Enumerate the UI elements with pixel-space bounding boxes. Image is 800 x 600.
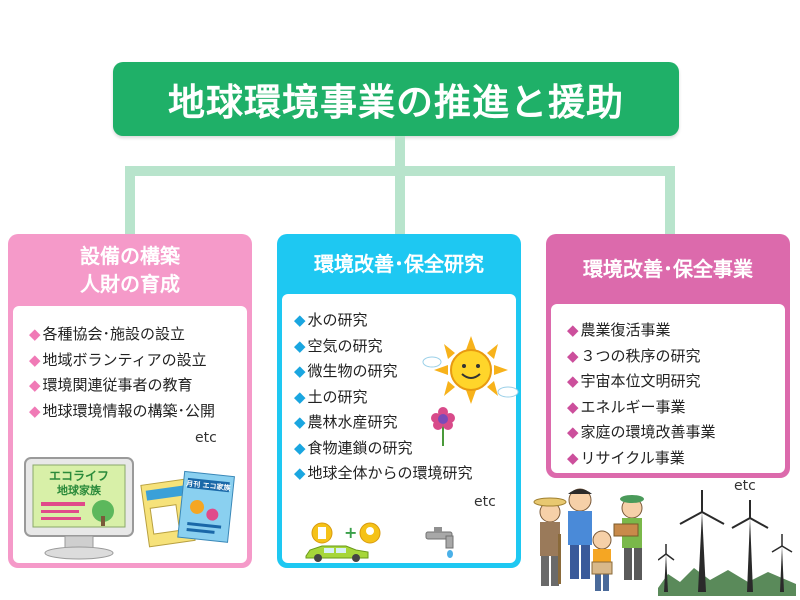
etc-label: etc [734,478,756,494]
projects-list: ◆農業復活事業 ◆３つの秩序の研究 ◆宇宙本位文明研究 ◆エネルギー事業 ◆家庭… [567,318,785,471]
diamond-bullet-icon: ◆ [29,401,41,420]
list-item: ◆リサイクル事業 [567,446,785,472]
diamond-bullet-icon: ◆ [294,336,306,355]
panel-facilities: 設備の構築 人財の育成 ◆各種協会･施設の設立 ◆地域ボランティアの設立 ◆環境… [8,234,252,568]
diamond-bullet-icon: ◆ [567,372,579,390]
list-item-text: 宇宙本位文明研究 [580,372,701,390]
list-item: ◆３つの秩序の研究 [567,344,785,370]
diamond-bullet-icon: ◆ [294,311,306,329]
list-item-text: 地球全体からの環境研究 [307,464,473,482]
list-item-text: 食物連鎖の研究 [307,438,413,457]
farmers-icon [533,488,644,591]
diamond-bullet-icon: ◆ [567,321,579,339]
list-item-text: 農林水産研究 [307,413,398,431]
diamond-bullet-icon: ◆ [567,423,579,441]
flower-icon [431,407,455,446]
heading-line-1: 設備の構築 [80,244,180,268]
list-item-text: 環境関連従事者の教育 [42,376,193,394]
list-item-text: 各種協会･施設の設立 [42,325,186,343]
main-title: 地球環境事業の推進と援助 [113,62,679,136]
connector-stem [395,136,405,166]
list-item: ◆地球全体からの環境研究 [294,461,516,487]
panel-facilities-body: ◆各種協会･施設の設立 ◆地域ボランティアの設立 ◆環境関連従事者の教育 ◆地球… [13,306,247,563]
list-item-text: リサイクル事業 [580,448,685,467]
list-item: ◆微生物の研究 [294,359,516,385]
list-item-text: エネルギー事業 [580,397,686,416]
heading-line-2: 人財の育成 [80,272,180,296]
diamond-bullet-icon: ◆ [567,346,579,365]
list-item-text: 家庭の環境改善事業 [580,423,716,441]
list-item-text: 地球環境情報の構築･公開 [42,401,216,420]
diamond-bullet-icon: ◆ [29,325,41,343]
connector-center [395,166,405,234]
list-item-text: 水の研究 [307,311,368,329]
list-item: ◆水の研究 [294,308,516,334]
diamond-bullet-icon: ◆ [294,464,306,482]
list-item-text: 土の研究 [307,387,368,406]
diamond-bullet-icon: ◆ [294,438,306,457]
panel-projects-body: ◆農業復活事業 ◆３つの秩序の研究 ◆宇宙本位文明研究 ◆エネルギー事業 ◆家庭… [551,304,785,473]
energy-icon: + [311,522,381,544]
list-item: ◆地球環境情報の構築･公開 [29,399,247,425]
diamond-bullet-icon: ◆ [294,362,306,380]
panel-projects-heading: 環境改善･保全事業 [583,257,753,281]
panel-research-heading: 環境改善･保全研究 [314,252,484,276]
list-item: ◆環境関連従事者の教育 [29,373,247,399]
list-item-text: 農業復活事業 [580,321,671,339]
magazine-icon: 月刊 エコ家族 [140,470,235,548]
list-item: ◆エネルギー事業 [567,395,785,421]
list-item: ◆土の研究 [294,385,516,411]
list-item: ◆地域ボランティアの設立 [29,348,247,374]
diamond-bullet-icon: ◆ [567,397,579,416]
list-item: ◆農業復活事業 [567,318,785,344]
facilities-list: ◆各種協会･施設の設立 ◆地域ボランティアの設立 ◆環境関連従事者の教育 ◆地球… [29,322,247,424]
etc-label: etc [195,430,217,446]
etc-label: etc [474,494,496,510]
list-item: ◆食物連鎖の研究 [294,436,516,462]
diamond-bullet-icon: ◆ [29,350,41,369]
list-item-text: ３つの秩序の研究 [580,346,701,365]
panel-projects: 環境改善･保全事業 ◆農業復活事業 ◆３つの秩序の研究 ◆宇宙本位文明研究 ◆エ… [546,234,790,478]
list-item-text: 空気の研究 [307,336,383,355]
monitor-text-1: エコライフ [49,469,109,483]
diamond-bullet-icon: ◆ [294,387,306,406]
connector-left [125,166,135,234]
list-item: ◆農林水産研究 [294,410,516,436]
wind-turbine-icon [658,490,796,596]
svg-text:+: + [344,523,357,542]
panel-facilities-heading: 設備の構築 人財の育成 [13,234,247,306]
diamond-bullet-icon: ◆ [294,413,306,431]
sun-icon [422,336,519,404]
list-item: ◆各種協会･施設の設立 [29,322,247,348]
computer-monitor-icon: エコライフ 地球家族 [24,457,134,560]
faucet-icon [425,527,454,558]
list-item: ◆宇宙本位文明研究 [567,369,785,395]
panel-research: 環境改善･保全研究 ◆水の研究 ◆空気の研究 ◆微生物の研究 ◆土の研究 ◆農林… [277,234,521,568]
list-item: ◆空気の研究 [294,334,516,360]
panel-research-body: ◆水の研究 ◆空気の研究 ◆微生物の研究 ◆土の研究 ◆農林水産研究 ◆食物連鎖… [282,294,519,563]
car-icon [305,545,369,562]
monitor-text-2: 地球家族 [57,483,102,497]
diamond-bullet-icon: ◆ [567,448,579,467]
list-item-text: 地域ボランティアの設立 [42,350,207,369]
connector-right [665,166,675,234]
list-item: ◆家庭の環境改善事業 [567,420,785,446]
diamond-bullet-icon: ◆ [29,376,41,394]
research-list: ◆水の研究 ◆空気の研究 ◆微生物の研究 ◆土の研究 ◆農林水産研究 ◆食物連鎖… [294,308,516,487]
list-item-text: 微生物の研究 [307,362,398,380]
